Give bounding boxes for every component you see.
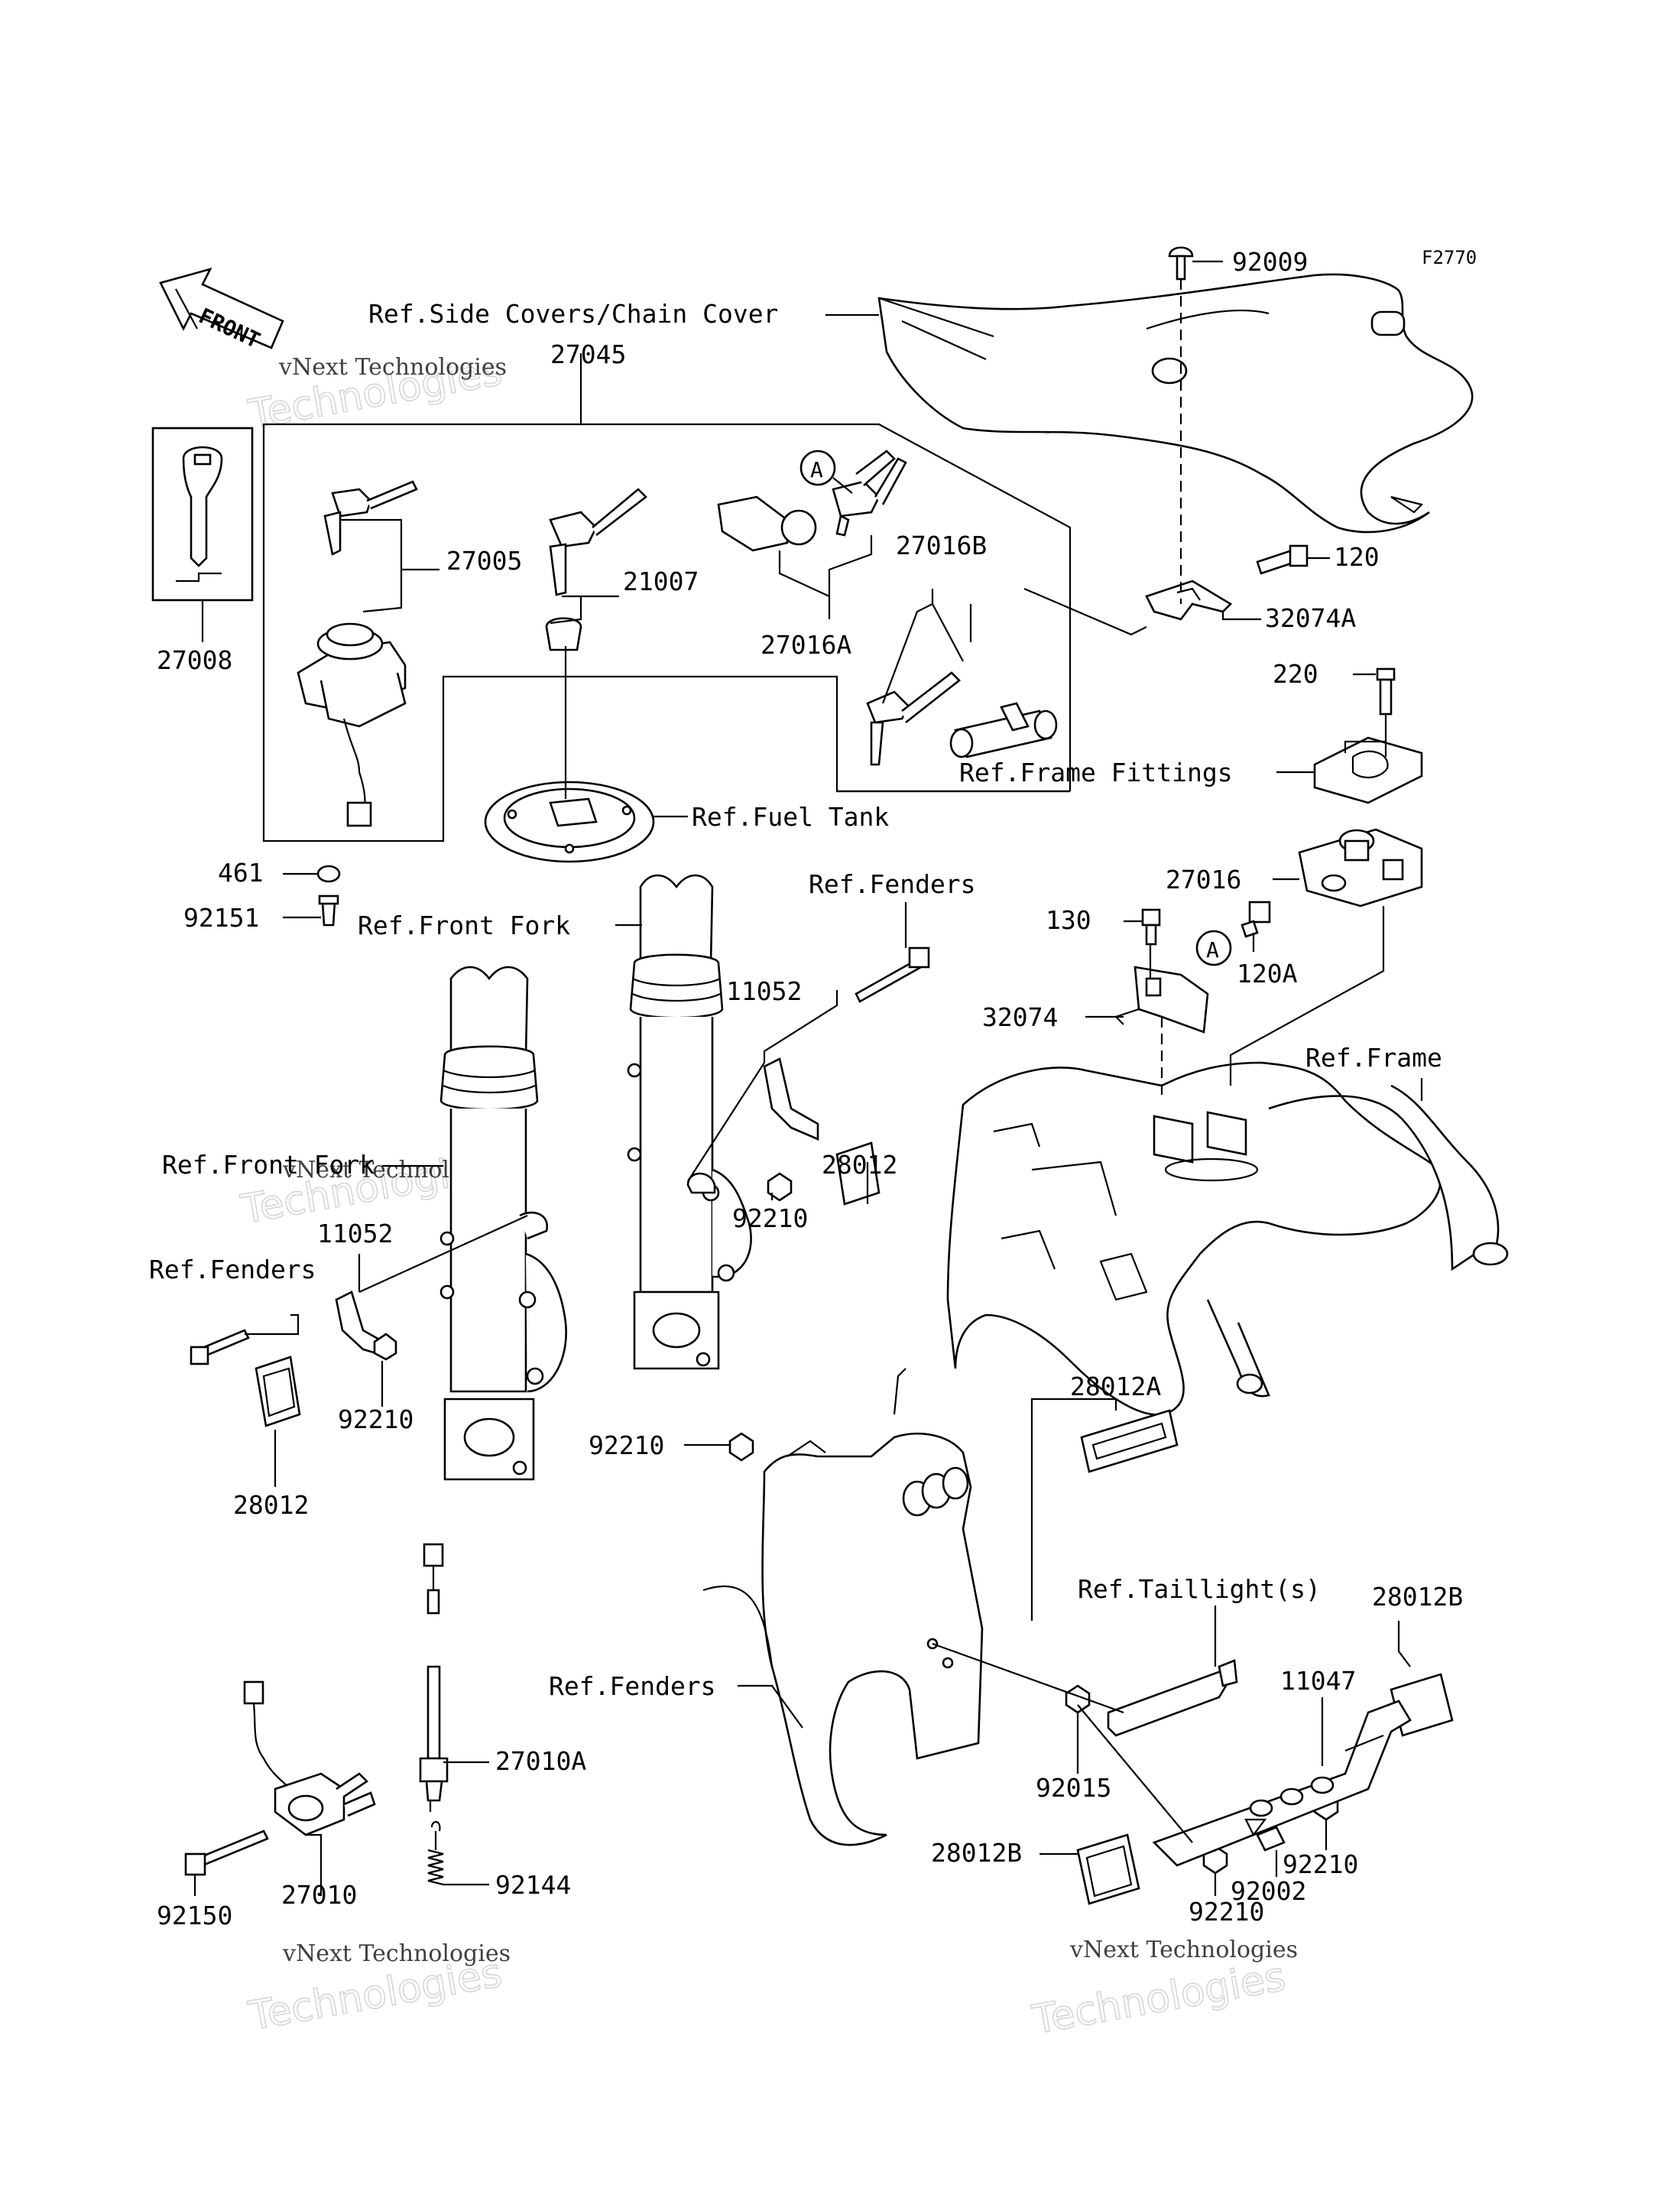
fuel-cap-part bbox=[484, 781, 655, 863]
label-92144: 92144 bbox=[495, 1870, 571, 1900]
label-ref-side-covers: Ref.Side Covers/Chain Cover bbox=[368, 299, 778, 329]
bolt-part bbox=[184, 1830, 269, 1876]
label-21007: 21007 bbox=[623, 567, 699, 596]
watermark-text: vNext Technologies bbox=[278, 354, 507, 381]
label-27010a: 27010A bbox=[495, 1746, 586, 1776]
watermark-text: vNext Technologies bbox=[282, 1940, 511, 1967]
label-27008: 27008 bbox=[157, 645, 232, 675]
seat-lock-part bbox=[717, 450, 907, 552]
label-27045: 27045 bbox=[550, 339, 626, 369]
frame-part bbox=[946, 1061, 1509, 1416]
callout-marker-label: A bbox=[1206, 937, 1219, 963]
label-461: 461 bbox=[218, 858, 264, 888]
label-27005: 27005 bbox=[446, 546, 522, 576]
label-27016b: 27016B bbox=[896, 531, 987, 560]
switch-part bbox=[243, 1680, 376, 1836]
screw-part bbox=[1168, 246, 1194, 281]
label-ref-front-fork-top: Ref.Front Fork bbox=[358, 911, 570, 940]
bolt-part bbox=[1256, 544, 1309, 575]
label-92002: 92002 bbox=[1231, 1876, 1306, 1906]
callout-marker-label: A bbox=[810, 457, 823, 482]
bolt-part bbox=[1256, 1826, 1286, 1852]
bolt-part bbox=[1241, 901, 1271, 938]
label-11047: 11047 bbox=[1280, 1666, 1356, 1696]
label-27016a: 27016A bbox=[761, 630, 851, 660]
label-92151: 92151 bbox=[183, 903, 259, 933]
key-part bbox=[323, 480, 418, 556]
label-ref-fenders-bottom: Ref.Fenders bbox=[549, 1671, 716, 1701]
screw-part bbox=[318, 894, 339, 927]
key-part bbox=[545, 488, 647, 651]
label-28012-b: 28012 bbox=[233, 1490, 309, 1520]
label-ref-frame-fittings: Ref.Frame Fittings bbox=[959, 758, 1233, 787]
fender-part bbox=[702, 1368, 984, 1846]
spring-part bbox=[427, 1821, 444, 1886]
label-27016: 27016 bbox=[1166, 865, 1241, 894]
label-ref-frame: Ref.Frame bbox=[1305, 1043, 1442, 1073]
label-ref-fenders-left: Ref.Fenders bbox=[149, 1255, 316, 1284]
label-11052-left: 11052 bbox=[317, 1219, 393, 1248]
callout-marker: A bbox=[1195, 930, 1232, 966]
watermark-outline: Technologies bbox=[1029, 1954, 1289, 2044]
brake-switch-part bbox=[419, 1543, 449, 1812]
label-92015: 92015 bbox=[1036, 1773, 1111, 1803]
label-92210-c: 92210 bbox=[589, 1430, 664, 1460]
callout-marker: A bbox=[799, 450, 836, 486]
frame-fitting-part bbox=[1313, 736, 1423, 804]
key-blank-part bbox=[151, 427, 254, 602]
label-120a: 120A bbox=[1237, 959, 1298, 989]
ignition-switch-part bbox=[297, 622, 407, 827]
label-ref-taillight: Ref.Taillight(s) bbox=[1078, 1574, 1321, 1604]
label-120: 120 bbox=[1334, 542, 1380, 572]
bolt-part bbox=[190, 946, 930, 1365]
label-ref-fuel-tank: Ref.Fuel Tank bbox=[692, 802, 889, 832]
label-ref-front-fork-left: Ref.Front Fork bbox=[162, 1150, 375, 1180]
front-fork-part bbox=[439, 874, 752, 1481]
label-28012b-top: 28012B bbox=[1372, 1582, 1463, 1612]
side-cover-part bbox=[877, 273, 1474, 534]
label-92150: 92150 bbox=[157, 1901, 232, 1930]
leader-lines bbox=[193, 260, 1423, 1896]
label-ref-fenders-top: Ref.Fenders bbox=[809, 869, 976, 899]
washer-part bbox=[316, 865, 341, 883]
label-92009: 92009 bbox=[1232, 247, 1308, 277]
label-11052-top: 11052 bbox=[726, 976, 802, 1006]
bracket-part bbox=[1145, 580, 1233, 621]
label-32074: 32074 bbox=[982, 1002, 1058, 1032]
bolt-part bbox=[1376, 667, 1396, 716]
label-92210-b: 92210 bbox=[338, 1404, 414, 1434]
label-28012a: 28012A bbox=[1070, 1372, 1161, 1401]
label-92210-a: 92210 bbox=[732, 1203, 808, 1233]
figure-code: F2770 bbox=[1422, 247, 1477, 268]
label-28012b-bottom: 28012B bbox=[931, 1838, 1022, 1868]
part-labels: Ref.Side Covers/Chain Cover 92009 27045 … bbox=[149, 247, 1463, 1930]
label-220: 220 bbox=[1273, 659, 1318, 689]
label-92210-d: 92210 bbox=[1283, 1849, 1358, 1879]
label-27010: 27010 bbox=[281, 1880, 357, 1910]
lock-block-part bbox=[1298, 828, 1423, 907]
watermark-text: vNext Technologies bbox=[1069, 1937, 1298, 1963]
label-32074a: 32074A bbox=[1265, 603, 1356, 633]
label-130: 130 bbox=[1046, 905, 1091, 935]
label-92210-e: 92210 bbox=[1189, 1897, 1264, 1927]
front-arrow-icon: FRONT bbox=[159, 267, 284, 353]
helmet-lock-part bbox=[866, 671, 1058, 766]
label-28012-a: 28012 bbox=[822, 1150, 897, 1180]
license-bracket-part bbox=[1107, 1659, 1412, 1867]
bolt-part bbox=[1141, 908, 1161, 946]
